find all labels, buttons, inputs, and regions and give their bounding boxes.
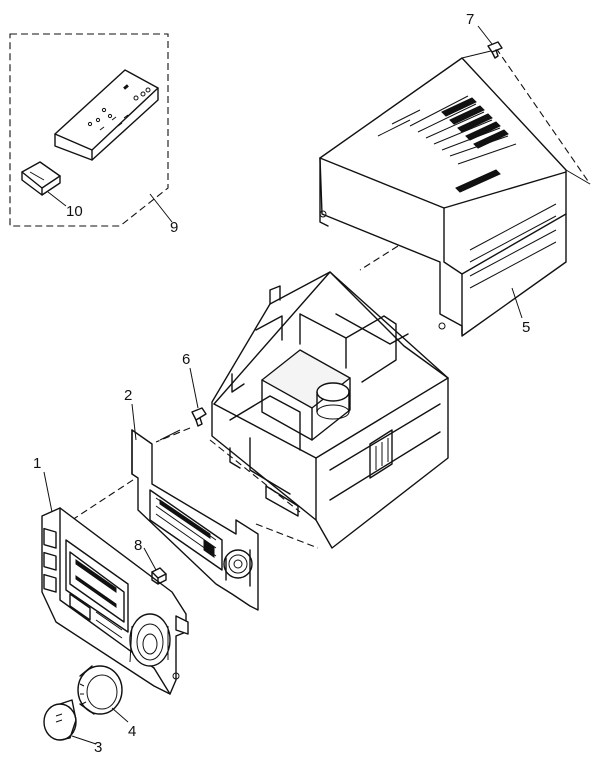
top-cover	[319, 47, 591, 337]
knob	[43, 699, 77, 741]
leader-7	[477, 25, 493, 45]
leader-9	[149, 193, 173, 223]
leader-4	[111, 707, 129, 723]
callout-10: 10	[66, 203, 83, 220]
bracket-alignment-line-b	[255, 523, 319, 549]
cover-alignment-line	[359, 245, 399, 271]
small-part-8	[151, 567, 167, 585]
screw-alignment-line	[155, 427, 191, 443]
callout-4: 4	[128, 723, 136, 740]
panel-alignment-line	[71, 477, 137, 521]
callout-5: 5	[522, 319, 530, 336]
callout-7: 7	[466, 11, 474, 28]
callout-6: 6	[182, 351, 190, 368]
front-panel	[41, 507, 189, 695]
battery-cover	[21, 161, 61, 196]
remote-control-group	[9, 33, 169, 227]
screw-7	[487, 41, 503, 59]
leader-10	[47, 191, 67, 207]
leader-1	[43, 471, 53, 513]
leader-6	[189, 367, 199, 409]
leader-5	[511, 287, 523, 319]
knob-ring	[77, 665, 123, 715]
sub-panel-bracket	[131, 429, 259, 611]
leader-3	[71, 735, 97, 745]
main-chassis	[211, 271, 449, 549]
callout-9: 9	[170, 219, 178, 236]
callout-1: 1	[33, 455, 41, 472]
leader-8	[143, 547, 157, 571]
callout-3: 3	[94, 739, 102, 756]
screw-6	[191, 407, 207, 427]
remote-control	[54, 69, 159, 161]
callout-2: 2	[124, 387, 132, 404]
remote-group-outline	[9, 33, 169, 227]
bracket-alignment-line-a	[209, 439, 301, 513]
leader-2	[131, 403, 137, 441]
callout-8: 8	[134, 537, 142, 554]
